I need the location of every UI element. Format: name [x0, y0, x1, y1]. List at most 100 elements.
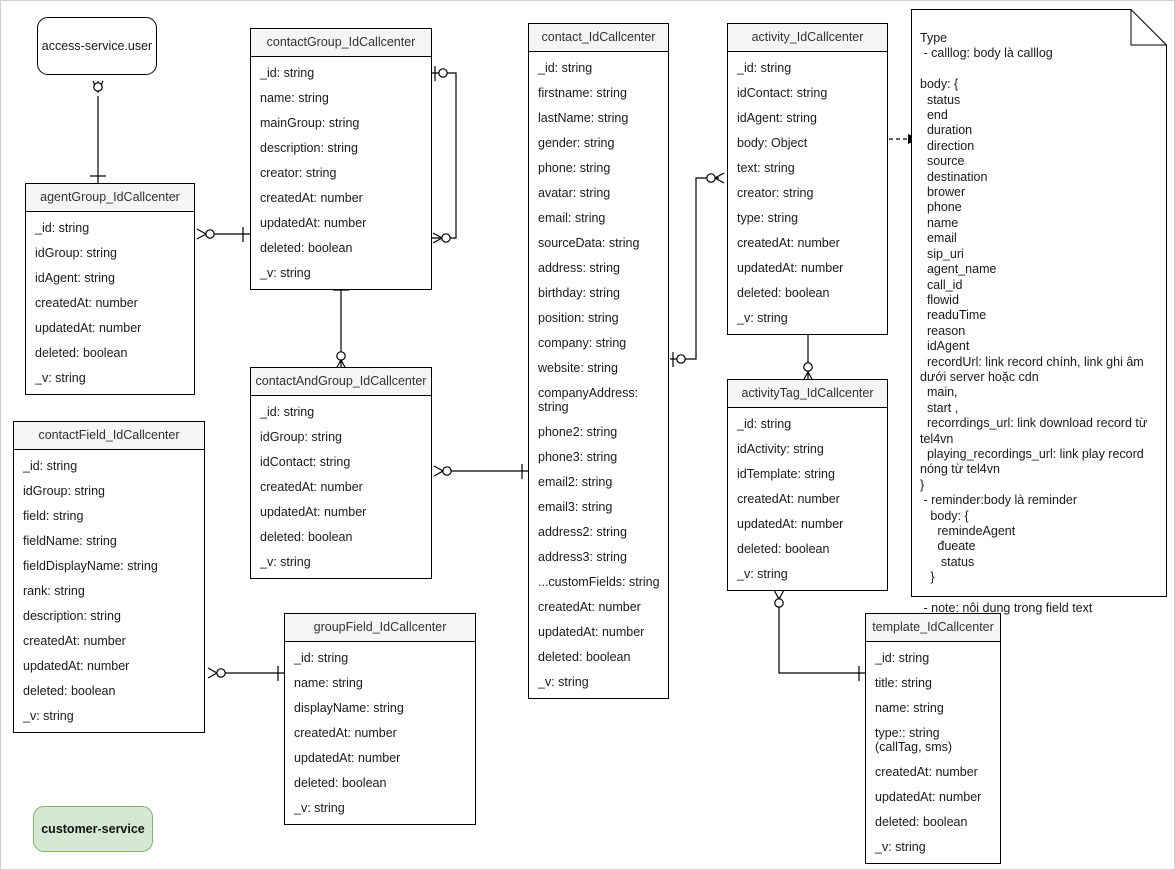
field-row: description: string — [23, 608, 121, 623]
table-title: agentGroup_IdCallcenter — [26, 184, 194, 212]
field-row: updatedAt: number — [538, 624, 645, 639]
table-activityTag[interactable]: activityTag_IdCallcenter _id: string idA… — [727, 379, 888, 591]
field-row: updatedAt: number — [875, 789, 982, 804]
table-contactGroup[interactable]: contactGroup_IdCallcenter _id: string na… — [250, 28, 432, 290]
field-row: _id: string — [538, 60, 593, 75]
field-row: createdAt: number — [538, 599, 641, 614]
service-customer-service[interactable]: customer-service — [33, 806, 153, 852]
wire-contactgroup-contactandgroup — [333, 289, 349, 370]
field-row: gender: string — [538, 135, 615, 150]
field-row: deleted: boolean — [737, 285, 830, 300]
wire-contactandgroup-contact — [433, 464, 528, 479]
field-row: company: string — [538, 335, 627, 350]
table-title: groupField_IdCallcenter — [285, 614, 475, 642]
field-row: idContact: string — [737, 85, 828, 100]
field-row: idContact: string — [260, 454, 351, 469]
table-title: contactGroup_IdCallcenter — [251, 29, 431, 57]
field-row: creator: string — [260, 165, 337, 180]
table-contactField[interactable]: contactField_IdCallcenter _id: string id… — [13, 421, 205, 733]
field-row: deleted: boolean — [35, 345, 128, 360]
field-row: ...customFields: string — [538, 574, 660, 589]
table-activity[interactable]: activity_IdCallcenter _id: string idCont… — [727, 23, 888, 335]
field-row: _v: string — [737, 566, 788, 581]
field-list: _id: string idActivity: string idTemplat… — [728, 408, 887, 590]
field-row: position: string — [538, 310, 619, 325]
field-row: birthday: string — [538, 285, 620, 300]
field-row: _id: string — [35, 220, 90, 235]
field-row: idTemplate: string — [737, 466, 835, 481]
field-row: email: string — [538, 210, 606, 225]
field-row: displayName: string — [294, 700, 404, 715]
field-row: idAgent: string — [35, 270, 115, 285]
field-row: _v: string — [538, 674, 589, 689]
field-row: idActivity: string — [737, 441, 824, 456]
field-row: _v: string — [260, 554, 311, 569]
table-contactAndGroup[interactable]: contactAndGroup_IdCallcenter _id: string… — [250, 367, 432, 579]
field-row: deleted: boolean — [260, 529, 353, 544]
field-row: _v: string — [294, 800, 345, 815]
field-row: phone: string — [538, 160, 611, 175]
field-row: text: string — [737, 160, 795, 175]
field-row: createdAt: number — [737, 235, 840, 250]
field-row: idGroup: string — [35, 245, 117, 260]
activity-body-note: Type - calllog: body là calllog body: { … — [920, 31, 1148, 616]
field-row: updatedAt: number — [737, 516, 844, 531]
wire-accessservice-agentgroup — [90, 80, 106, 183]
service-label: access-service.user — [41, 39, 153, 53]
field-row: deleted: boolean — [23, 683, 116, 698]
field-list: _id: string idContact: string idAgent: s… — [728, 52, 887, 334]
field-row: createdAt: number — [294, 725, 397, 740]
field-row: body: Object — [737, 135, 808, 150]
field-list: _id: string idGroup: string idContact: s… — [251, 396, 431, 578]
field-row: createdAt: number — [737, 491, 840, 506]
field-row: _id: string — [875, 650, 930, 665]
table-title: contactAndGroup_IdCallcenter — [251, 368, 431, 396]
field-row: mainGroup: string — [260, 115, 360, 130]
field-row: phone3: string — [538, 449, 618, 464]
field-row: email2: string — [538, 474, 613, 489]
wire-contactfield-groupfield — [207, 666, 284, 681]
field-row: website: string — [538, 360, 618, 375]
table-contact[interactable]: contact_IdCallcenter _id: string firstna… — [528, 23, 669, 699]
service-access-service-user[interactable]: access-service.user — [37, 17, 157, 75]
field-row: _v: string — [260, 265, 311, 280]
field-row: _id: string — [23, 458, 78, 473]
field-row: createdAt: number — [875, 764, 978, 779]
field-row: _v: string — [35, 370, 86, 385]
field-row: lastName: string — [538, 110, 629, 125]
field-row: name: string — [875, 700, 944, 715]
field-row: deleted: boolean — [260, 240, 353, 255]
field-list: _id: string firstname: string lastName: … — [529, 52, 668, 698]
field-row: _id: string — [737, 416, 792, 431]
field-row: _id: string — [294, 650, 349, 665]
field-row: _id: string — [737, 60, 792, 75]
field-row: type: string — [737, 210, 799, 225]
table-title: contactField_IdCallcenter — [14, 422, 204, 450]
field-row: deleted: boolean — [737, 541, 830, 556]
field-row: phone2: string — [538, 424, 618, 439]
field-row: _id: string — [260, 404, 315, 419]
table-agentGroup[interactable]: agentGroup_IdCallcenter _id: string idGr… — [25, 183, 195, 395]
field-row: deleted: boolean — [875, 814, 968, 829]
field-row: field: string — [23, 508, 84, 523]
field-row: _v: string — [875, 839, 926, 854]
field-row: updatedAt: number — [260, 504, 367, 519]
field-list: _id: string idGroup: string field: strin… — [14, 450, 204, 732]
field-row: idAgent: string — [737, 110, 817, 125]
field-row: rank: string — [23, 583, 85, 598]
field-row: updatedAt: number — [35, 320, 142, 335]
field-row: avatar: string — [538, 185, 611, 200]
table-groupField[interactable]: groupField_IdCallcenter _id: string name… — [284, 613, 476, 825]
table-template[interactable]: template_IdCallcenter _id: string title:… — [865, 613, 1001, 864]
field-row: createdAt: number — [260, 479, 363, 494]
field-row: type:: string (callTag, sms) — [875, 725, 953, 754]
field-row: createdAt: number — [260, 190, 363, 205]
field-row: deleted: boolean — [538, 649, 631, 664]
service-label: customer-service — [41, 822, 145, 836]
field-row: name: string — [260, 90, 329, 105]
wire-agentgroup-contactgroup — [196, 227, 250, 242]
field-row: _id: string — [260, 65, 315, 80]
wire-contactgroup-self-loop — [432, 66, 457, 244]
field-row: address3: string — [538, 549, 627, 564]
